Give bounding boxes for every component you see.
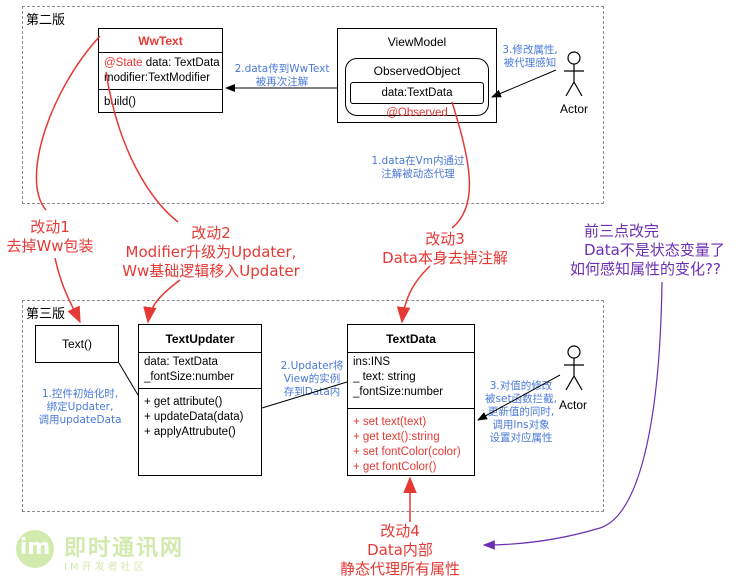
link-text-to-updater bbox=[118, 362, 139, 396]
actor-v3-icon bbox=[564, 345, 584, 391]
arrow-change-1 bbox=[35, 35, 101, 324]
observed-decorator: @Observed bbox=[386, 107, 448, 119]
textdata-class: TextData ins:INS _ text: string _fontSiz… bbox=[347, 324, 475, 476]
textupdater-title: TextUpdater bbox=[139, 325, 261, 353]
note-v3-init: 1.控件初始化时,绑定Updater,调用updateData bbox=[38, 388, 122, 426]
watermark-title: 即时通讯网 bbox=[64, 536, 185, 561]
observed-data-text: data:TextData bbox=[381, 87, 453, 99]
observed-data-field: data:TextData @Observed bbox=[350, 82, 484, 119]
question-note: 前三点改完 Data不是状态变量了 如何感知属性的变化?? bbox=[570, 222, 725, 278]
textupdater-methods: + get attribute() + updateData(data) + a… bbox=[144, 396, 244, 438]
textdata-title: TextData bbox=[348, 325, 474, 353]
link-updater-to-textdata bbox=[261, 381, 348, 409]
wwtext-attr-data: data: TextData bbox=[142, 57, 220, 69]
v2-frame bbox=[22, 6, 604, 204]
observedobject-title: ObservedObject bbox=[373, 64, 461, 78]
note-v3-intercept: 3.对值的修改被set函数拦截,更新值的同时,调用Ins对象设置对应属性 bbox=[485, 380, 557, 444]
v3-label: 第三版 bbox=[26, 307, 66, 322]
watermark: im 即时通讯网 IM开发者社区 bbox=[8, 526, 248, 576]
actor-v3-label: Actor bbox=[558, 398, 587, 412]
v2-label: 第二版 bbox=[26, 13, 66, 28]
arrow-v2-actor-to-observed bbox=[491, 69, 557, 98]
note-v2-modify: 3.修改属性,被代理感知 bbox=[502, 44, 558, 69]
actor-v2-icon bbox=[564, 51, 584, 97]
textupdater-class: TextUpdater data: TextData _fontSize:num… bbox=[138, 324, 262, 476]
arrow-question bbox=[482, 281, 663, 550]
watermark-logo: im bbox=[16, 530, 54, 568]
watermark-sub: IM开发者社区 bbox=[64, 562, 147, 573]
v3-frame bbox=[22, 300, 604, 512]
text-component-box: Text() bbox=[35, 325, 119, 363]
state-decorator: @State bbox=[104, 57, 143, 69]
wwtext-attr-modifier: modifier:TextModifier bbox=[104, 72, 211, 84]
wwtext-attrs: @State data: TextData modifier:TextModif… bbox=[99, 53, 222, 90]
arrow-v3-actor-to-textdata bbox=[477, 374, 561, 421]
arrow-change-2 bbox=[105, 71, 181, 324]
arrow-change-3 bbox=[396, 101, 471, 324]
viewmodel-title: ViewModel bbox=[387, 35, 447, 49]
wwtext-title: WwText bbox=[99, 29, 222, 53]
textdata-attrs: ins:INS _ text: string _fontSize:number bbox=[348, 353, 474, 409]
textdata-methods: + set text(text) + get text():string + s… bbox=[353, 416, 461, 473]
wwtext-class: WwText @State data: TextData modifier:Te… bbox=[98, 28, 223, 113]
textupdater-attrs: data: TextData _fontSize:number bbox=[139, 353, 261, 389]
note-v2-proxy: 1.data在Vm内通过注解被动态代理 bbox=[371, 155, 465, 180]
actor-v2-label: Actor bbox=[559, 102, 588, 116]
